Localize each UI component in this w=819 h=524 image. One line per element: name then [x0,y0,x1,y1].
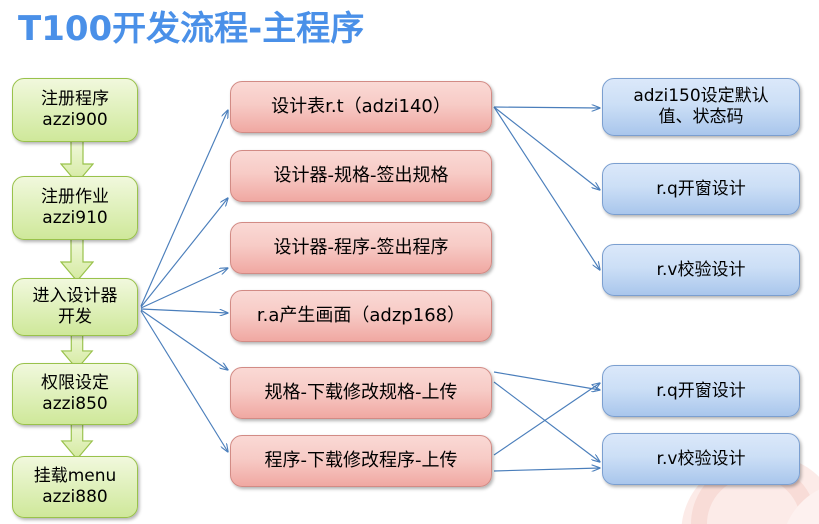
node-azzi850[interactable]: 权限设定 azzi850 [12,363,138,425]
connector-designer-to-prog-checkout [140,268,228,309]
connector-adzi140-to-rv-top [493,106,600,270]
connector-designer-to-spec-checkout [140,198,228,308]
node-adzp168[interactable]: r.a产生画面（adzp168） [230,290,492,342]
connector-designer-to-spec-upload [140,309,228,370]
node-designer[interactable]: 进入设计器 开发 [12,278,138,336]
connector-designer-to-adzi140 [140,110,228,307]
node-adzi150[interactable]: adzi150设定默认 值、状态码 [602,78,800,136]
node-prog-upload[interactable]: 程序-下载修改程序-上传 [230,435,492,487]
connector-designer-to-prog-upload [140,310,228,452]
connector-adzi140-to-rq-top [493,106,600,190]
down-arrow-icon-2 [60,238,94,282]
connector-prog-upload-to-rv-bottom [493,468,600,471]
page-title: T100开发流程-主程序 [18,9,365,49]
node-azzi880[interactable]: 挂载menu azzi880 [12,456,138,518]
node-rv-bottom[interactable]: r.v校验设计 [602,433,800,485]
node-spec-checkout[interactable]: 设计器-规格-签出规格 [230,150,492,202]
node-spec-upload[interactable]: 规格-下载修改规格-上传 [230,367,492,419]
node-azzi900[interactable]: 注册程序 azzi900 [12,78,138,142]
node-azzi910[interactable]: 注册作业 azzi910 [12,176,138,240]
connector-spec-upload-to-rq-bottom [493,371,600,390]
node-rq-top[interactable]: r.q开窗设计 [602,163,800,215]
connector-adzi140-to-adzi150 [493,107,600,108]
node-prog-checkout[interactable]: 设计器-程序-签出程序 [230,222,492,274]
node-adzi140[interactable]: 设计表r.t（adzi140） [230,81,492,133]
connector-prog-upload-to-rq-bottom [493,383,600,456]
node-rq-bottom[interactable]: r.q开窗设计 [602,365,800,417]
connector-spec-upload-to-rv-bottom [493,381,600,462]
connector-designer-to-adzp168 [140,308,228,313]
node-rv-top[interactable]: r.v校验设计 [602,244,800,296]
